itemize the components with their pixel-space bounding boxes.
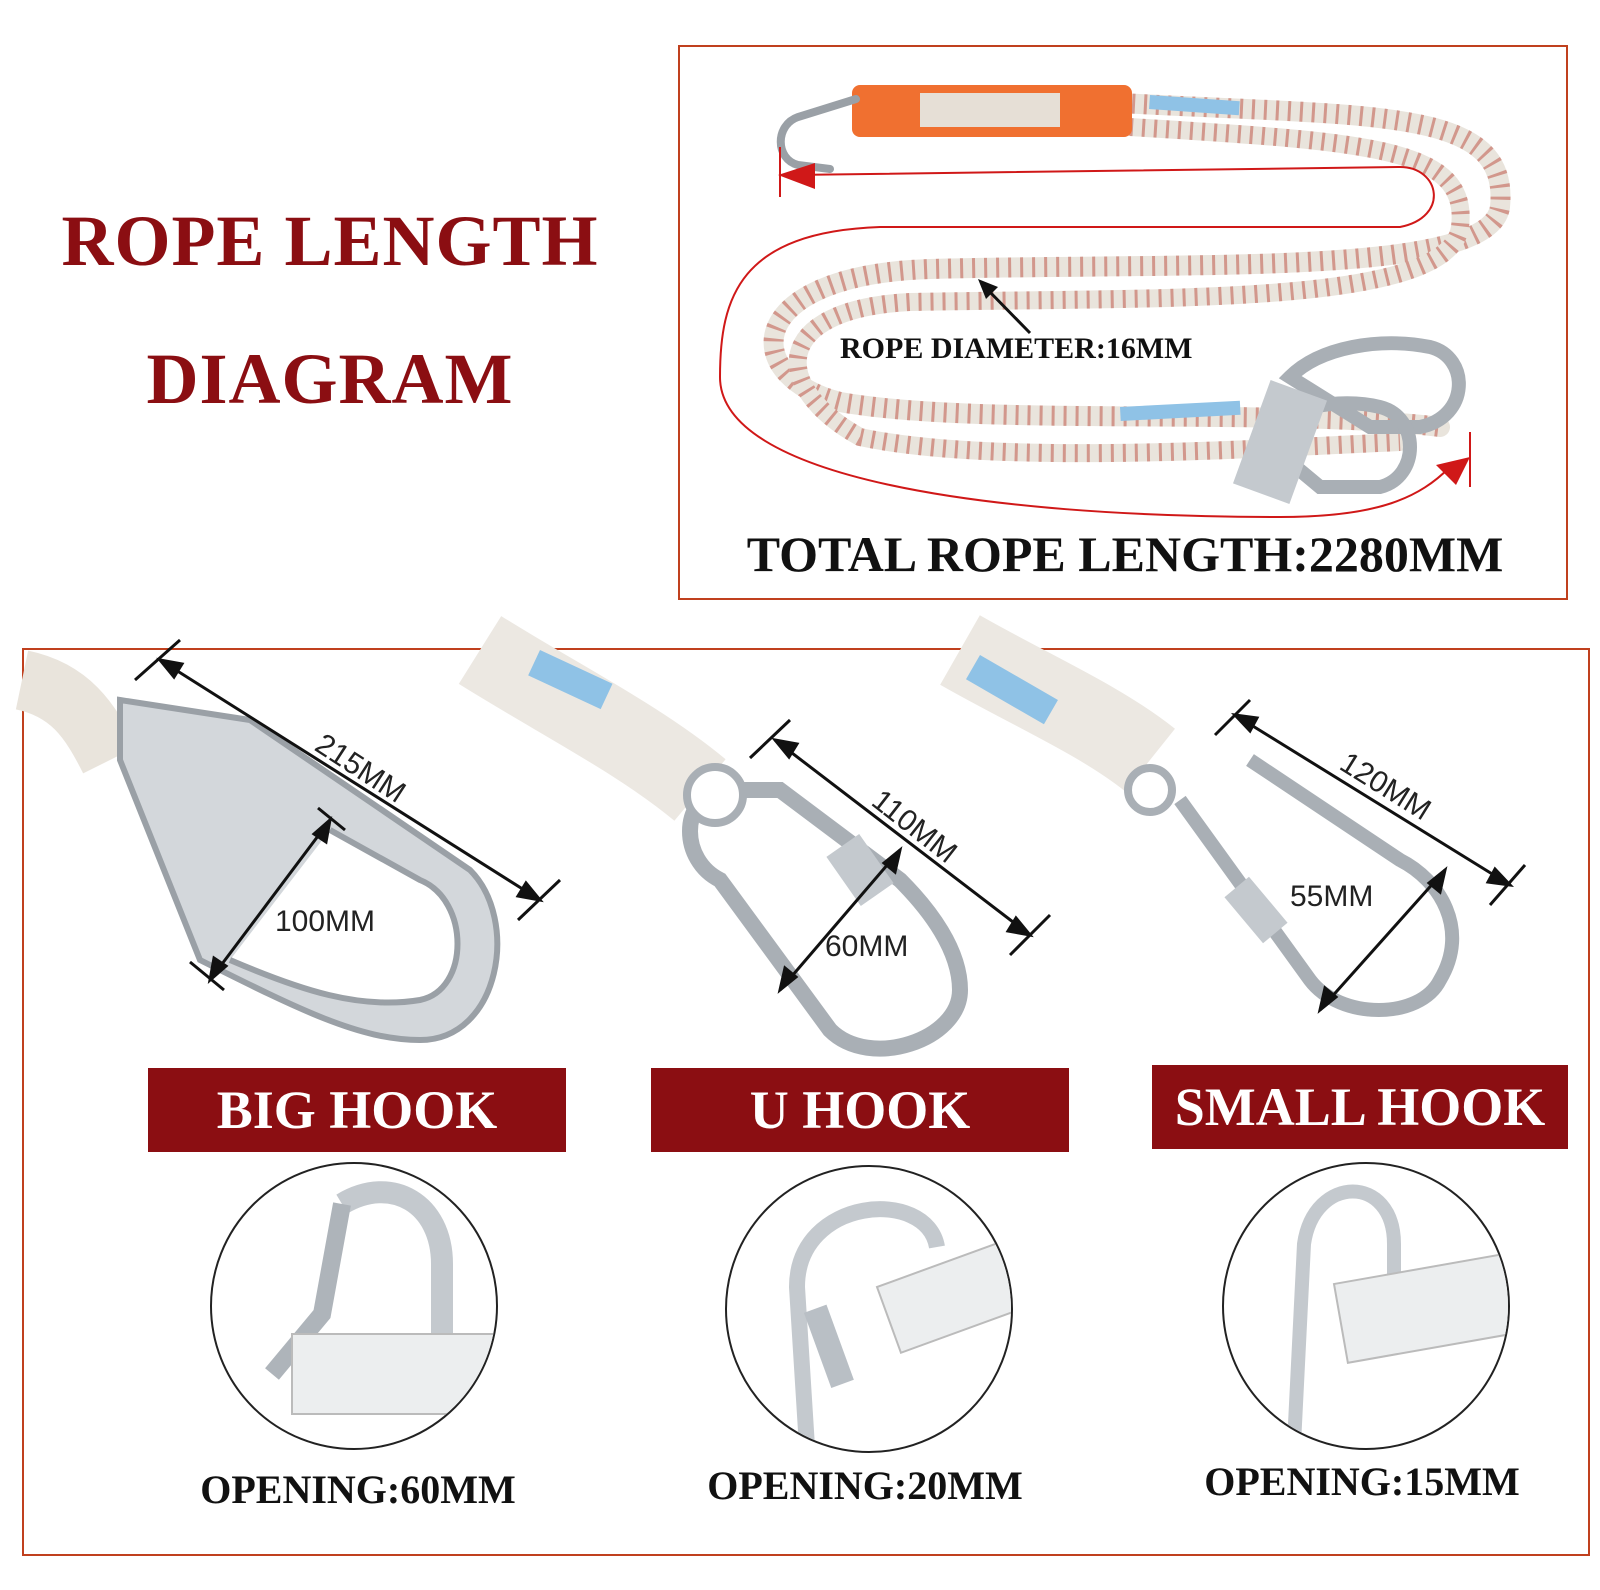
big-hook-opening-label: OPENING:60MM — [200, 1467, 516, 1512]
rope-diameter-label: ROPE DIAMETER:16MM — [840, 332, 1193, 365]
u-hook-opening-label: OPENING:20MM — [707, 1463, 1023, 1508]
small-hook-banner: SMALL HOOK — [1152, 1065, 1568, 1149]
big-hook-banner: BIG HOOK — [148, 1068, 566, 1152]
u-hook-opening-closeup — [725, 1165, 1013, 1453]
length-arrow-start — [778, 163, 815, 189]
small-hook-width-label: 55MM — [1290, 880, 1374, 913]
length-path-line — [718, 165, 1451, 519]
big-hook-drawing — [117, 696, 501, 1044]
heading-line-2: DIAGRAM — [146, 339, 514, 419]
rope-illustration — [718, 85, 1511, 519]
small-hook-opening-closeup — [1222, 1162, 1510, 1450]
heading-line-1: ROPE LENGTH — [61, 201, 599, 281]
small-hook-opening-label: OPENING:15MM — [1204, 1459, 1520, 1504]
rope-length-panel: ROPE DIAMETER:16MM TOTAL ROPE LENGTH:228… — [678, 45, 1568, 600]
hooks-panel — [22, 648, 1590, 1556]
u-hook-width-label: 60MM — [825, 930, 909, 963]
u-hook-drawing — [682, 763, 969, 1057]
u-hook-banner: U HOOK — [651, 1068, 1069, 1152]
diameter-pointer — [983, 285, 1032, 335]
big-hook-opening-closeup — [210, 1162, 498, 1450]
big-hook-width-label: 100MM — [275, 905, 376, 938]
total-rope-length-label: TOTAL ROPE LENGTH:2280MM — [746, 526, 1504, 582]
length-arrow-end — [1436, 457, 1470, 485]
